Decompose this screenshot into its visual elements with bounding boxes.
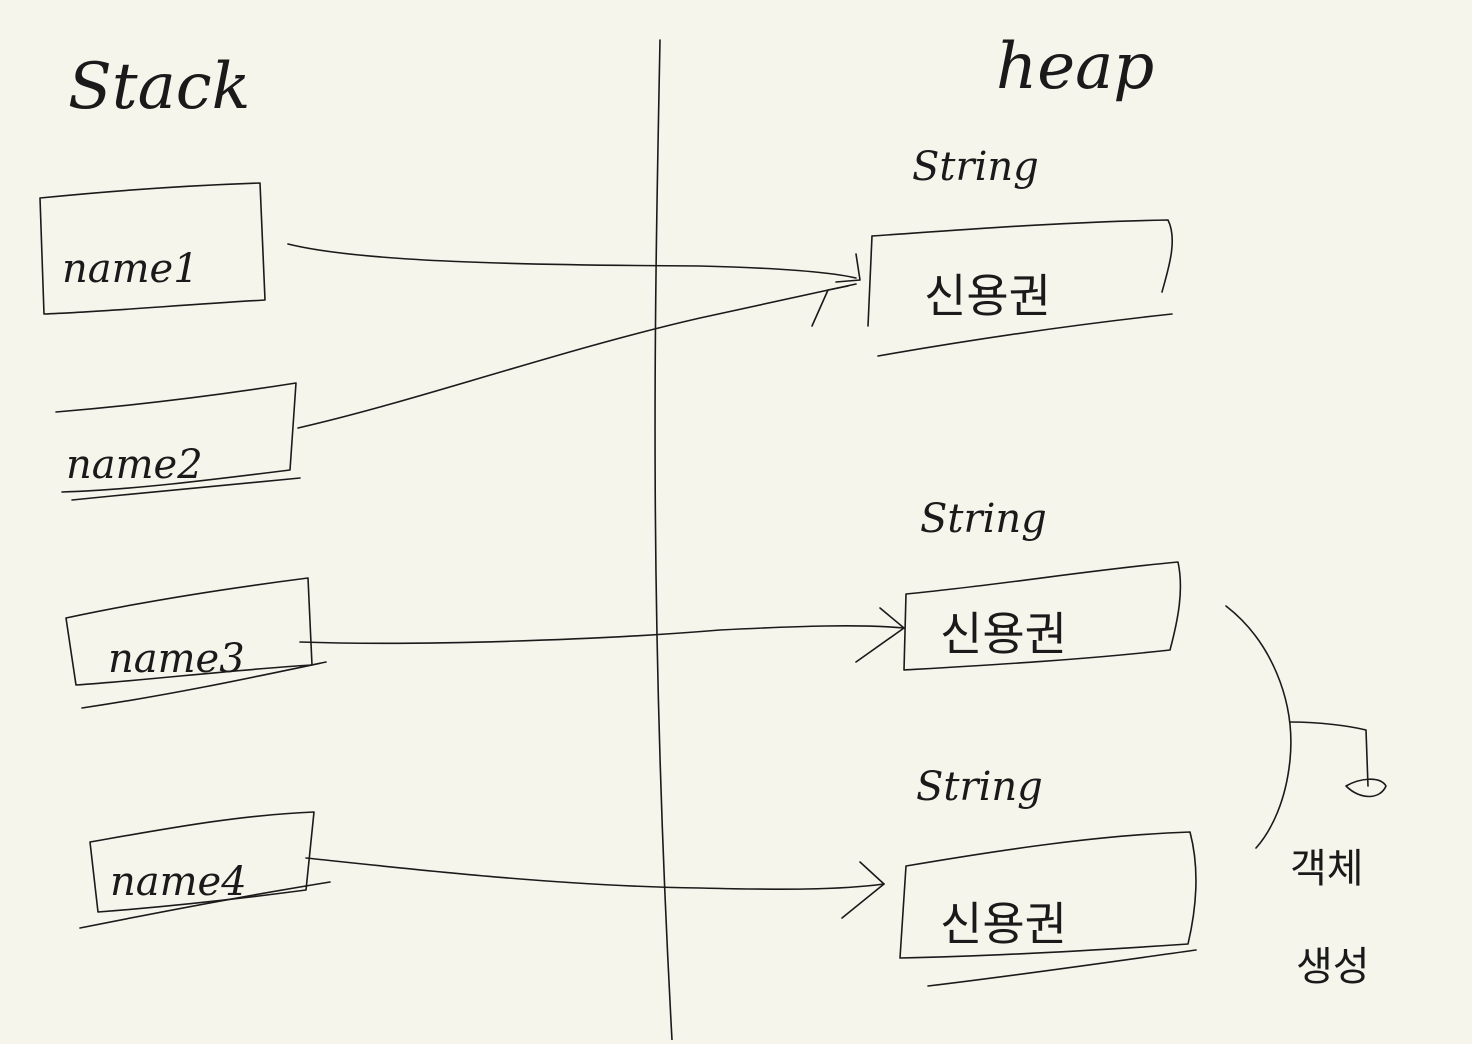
heap-object-value: 신용권 — [940, 897, 1067, 951]
stack-var-box-4: name4 — [79, 811, 331, 929]
stack-var-box-3: name3 — [65, 577, 327, 709]
heap-object-value: 신용권 — [940, 607, 1067, 661]
heap-type-label: String — [920, 496, 1047, 542]
reference-arrow-name3 — [299, 607, 905, 663]
stack-var-label: name4 — [110, 859, 247, 905]
reference-arrow-name2 — [297, 283, 857, 429]
heap-type-label: String — [916, 764, 1043, 810]
stack-heap-divider — [654, 39, 673, 1041]
creation-annotation: 객체 생성 — [1225, 605, 1387, 990]
stack-var-box-2: name2 — [55, 382, 301, 501]
heap-object-2: 신용권 — [903, 561, 1182, 671]
reference-arrow-name1 — [287, 243, 861, 283]
heap-object-1: 신용권 — [867, 219, 1174, 357]
stack-var-box-1: name1 — [39, 182, 266, 315]
stack-var-label: name2 — [66, 442, 203, 488]
stack-var-label: name3 — [108, 636, 245, 682]
heap-title: heap — [996, 30, 1154, 104]
annotation-line2: 생성 — [1296, 944, 1370, 990]
stack-var-label: name1 — [62, 246, 199, 292]
heap-type-label: String — [912, 144, 1039, 190]
heap-object-value: 신용권 — [924, 269, 1051, 323]
heap-object-3: 신용권 — [899, 831, 1197, 987]
reference-arrow-name4 — [305, 857, 885, 919]
annotation-line1: 객체 — [1290, 846, 1364, 892]
stack-title: Stack — [68, 50, 250, 124]
